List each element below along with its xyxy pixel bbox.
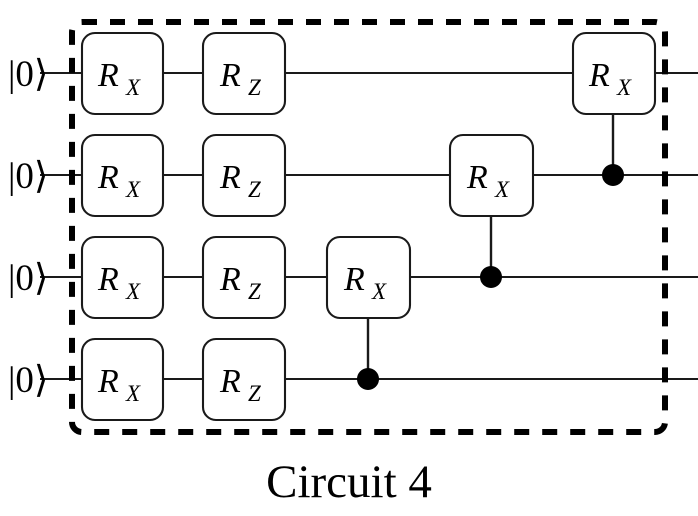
gate-subscript: X xyxy=(494,177,510,202)
gate-label: R xyxy=(588,57,610,94)
gate-subscript: Z xyxy=(248,75,261,100)
gate-subscript: Z xyxy=(248,177,261,202)
gate-subscript: X xyxy=(125,381,141,406)
gate-label: R xyxy=(97,261,119,298)
gate-label: R xyxy=(97,159,119,196)
gate-box[interactable] xyxy=(80,133,165,218)
gate-box[interactable] xyxy=(80,31,165,116)
control-dot-q1[interactable] xyxy=(602,164,624,186)
gate-crx-q1-c3[interactable]: R X xyxy=(448,133,535,218)
control-dot-q3[interactable] xyxy=(357,368,379,390)
gate-rx-q1-c0[interactable]: R X xyxy=(80,133,165,218)
circuit-dashed-frame xyxy=(69,19,668,435)
gate-rz-q2-c1[interactable]: R Z xyxy=(201,235,287,320)
gate-label: R xyxy=(97,363,119,400)
gate-label: R xyxy=(219,57,241,94)
gate-subscript: X xyxy=(125,75,141,100)
gate-subscript: X xyxy=(616,75,632,100)
control-dots xyxy=(357,164,624,390)
gate-label: R xyxy=(343,261,365,298)
ket-label-q2: |0⟩ xyxy=(8,258,48,299)
gate-box[interactable] xyxy=(448,133,535,218)
gate-subscript: X xyxy=(125,279,141,304)
gate-rz-q3-c1[interactable]: R Z xyxy=(201,337,287,422)
gate-label: R xyxy=(219,261,241,298)
gate-rz-q0-c1[interactable]: R Z xyxy=(201,31,287,116)
gate-box[interactable] xyxy=(201,133,287,218)
gate-crx-q2-c2[interactable]: R X xyxy=(325,235,412,320)
gate-box[interactable] xyxy=(201,337,287,422)
gate-crx-q0-c4[interactable]: R X xyxy=(571,31,657,116)
gate-rx-q3-c0[interactable]: R X xyxy=(80,337,165,422)
gate-label: R xyxy=(97,57,119,94)
gate-rz-q1-c1[interactable]: R Z xyxy=(201,133,287,218)
gate-box[interactable] xyxy=(325,235,412,320)
gate-label: R xyxy=(466,159,488,196)
gate-box[interactable] xyxy=(80,235,165,320)
ket-label-q3: |0⟩ xyxy=(8,360,48,401)
gate-label: R xyxy=(219,159,241,196)
gate-subscript: X xyxy=(371,279,387,304)
gate-box[interactable] xyxy=(80,337,165,422)
gate-label: R xyxy=(219,363,241,400)
qubit-state-labels: |0⟩ |0⟩ |0⟩ |0⟩ xyxy=(8,54,48,401)
gate-subscript: Z xyxy=(248,381,261,406)
gate-subscript: X xyxy=(125,177,141,202)
gate-box[interactable] xyxy=(201,235,287,320)
ket-label-q0: |0⟩ xyxy=(8,54,48,95)
gate-rx-q0-c0[interactable]: R X xyxy=(80,31,165,116)
gate-rx-q2-c0[interactable]: R X xyxy=(80,235,165,320)
gate-subscript: Z xyxy=(248,279,261,304)
gate-box[interactable] xyxy=(571,31,657,116)
control-dot-q2[interactable] xyxy=(480,266,502,288)
figure-caption: Circuit 4 xyxy=(266,456,432,508)
gate-box[interactable] xyxy=(201,31,287,116)
ket-label-q1: |0⟩ xyxy=(8,156,48,197)
